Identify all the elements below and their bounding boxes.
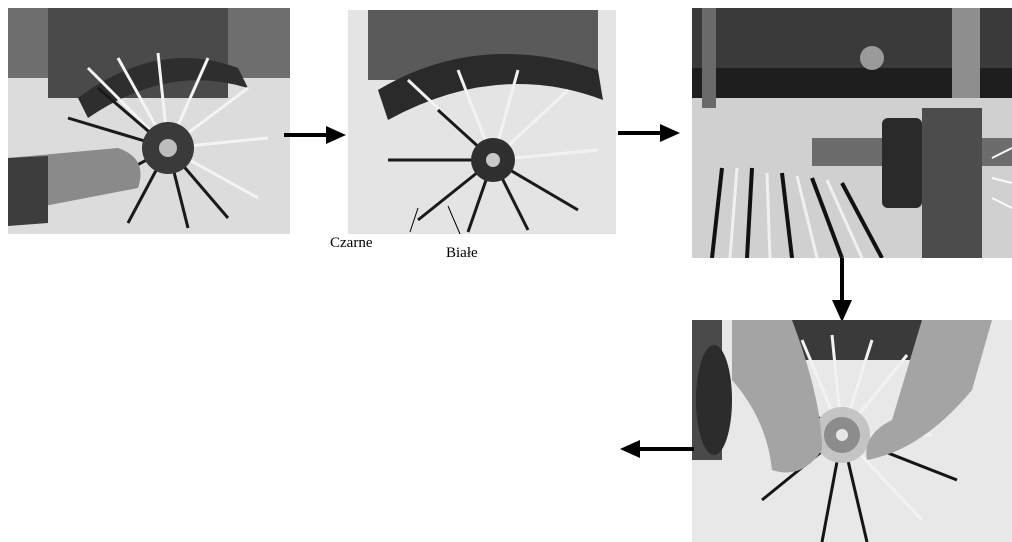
right-arrow-icon [618,122,680,144]
right-arrow-icon [284,124,346,146]
label-white-bristles: Białe [446,246,478,261]
label-black-bristles: Czarne [330,236,372,251]
down-arrow-icon [830,258,854,322]
photo-step-3 [692,8,1012,258]
left-arrow-icon [618,438,694,460]
photo-step-4 [692,320,1012,542]
photo-step-1 [8,8,290,234]
photo-step-2 [348,10,616,234]
